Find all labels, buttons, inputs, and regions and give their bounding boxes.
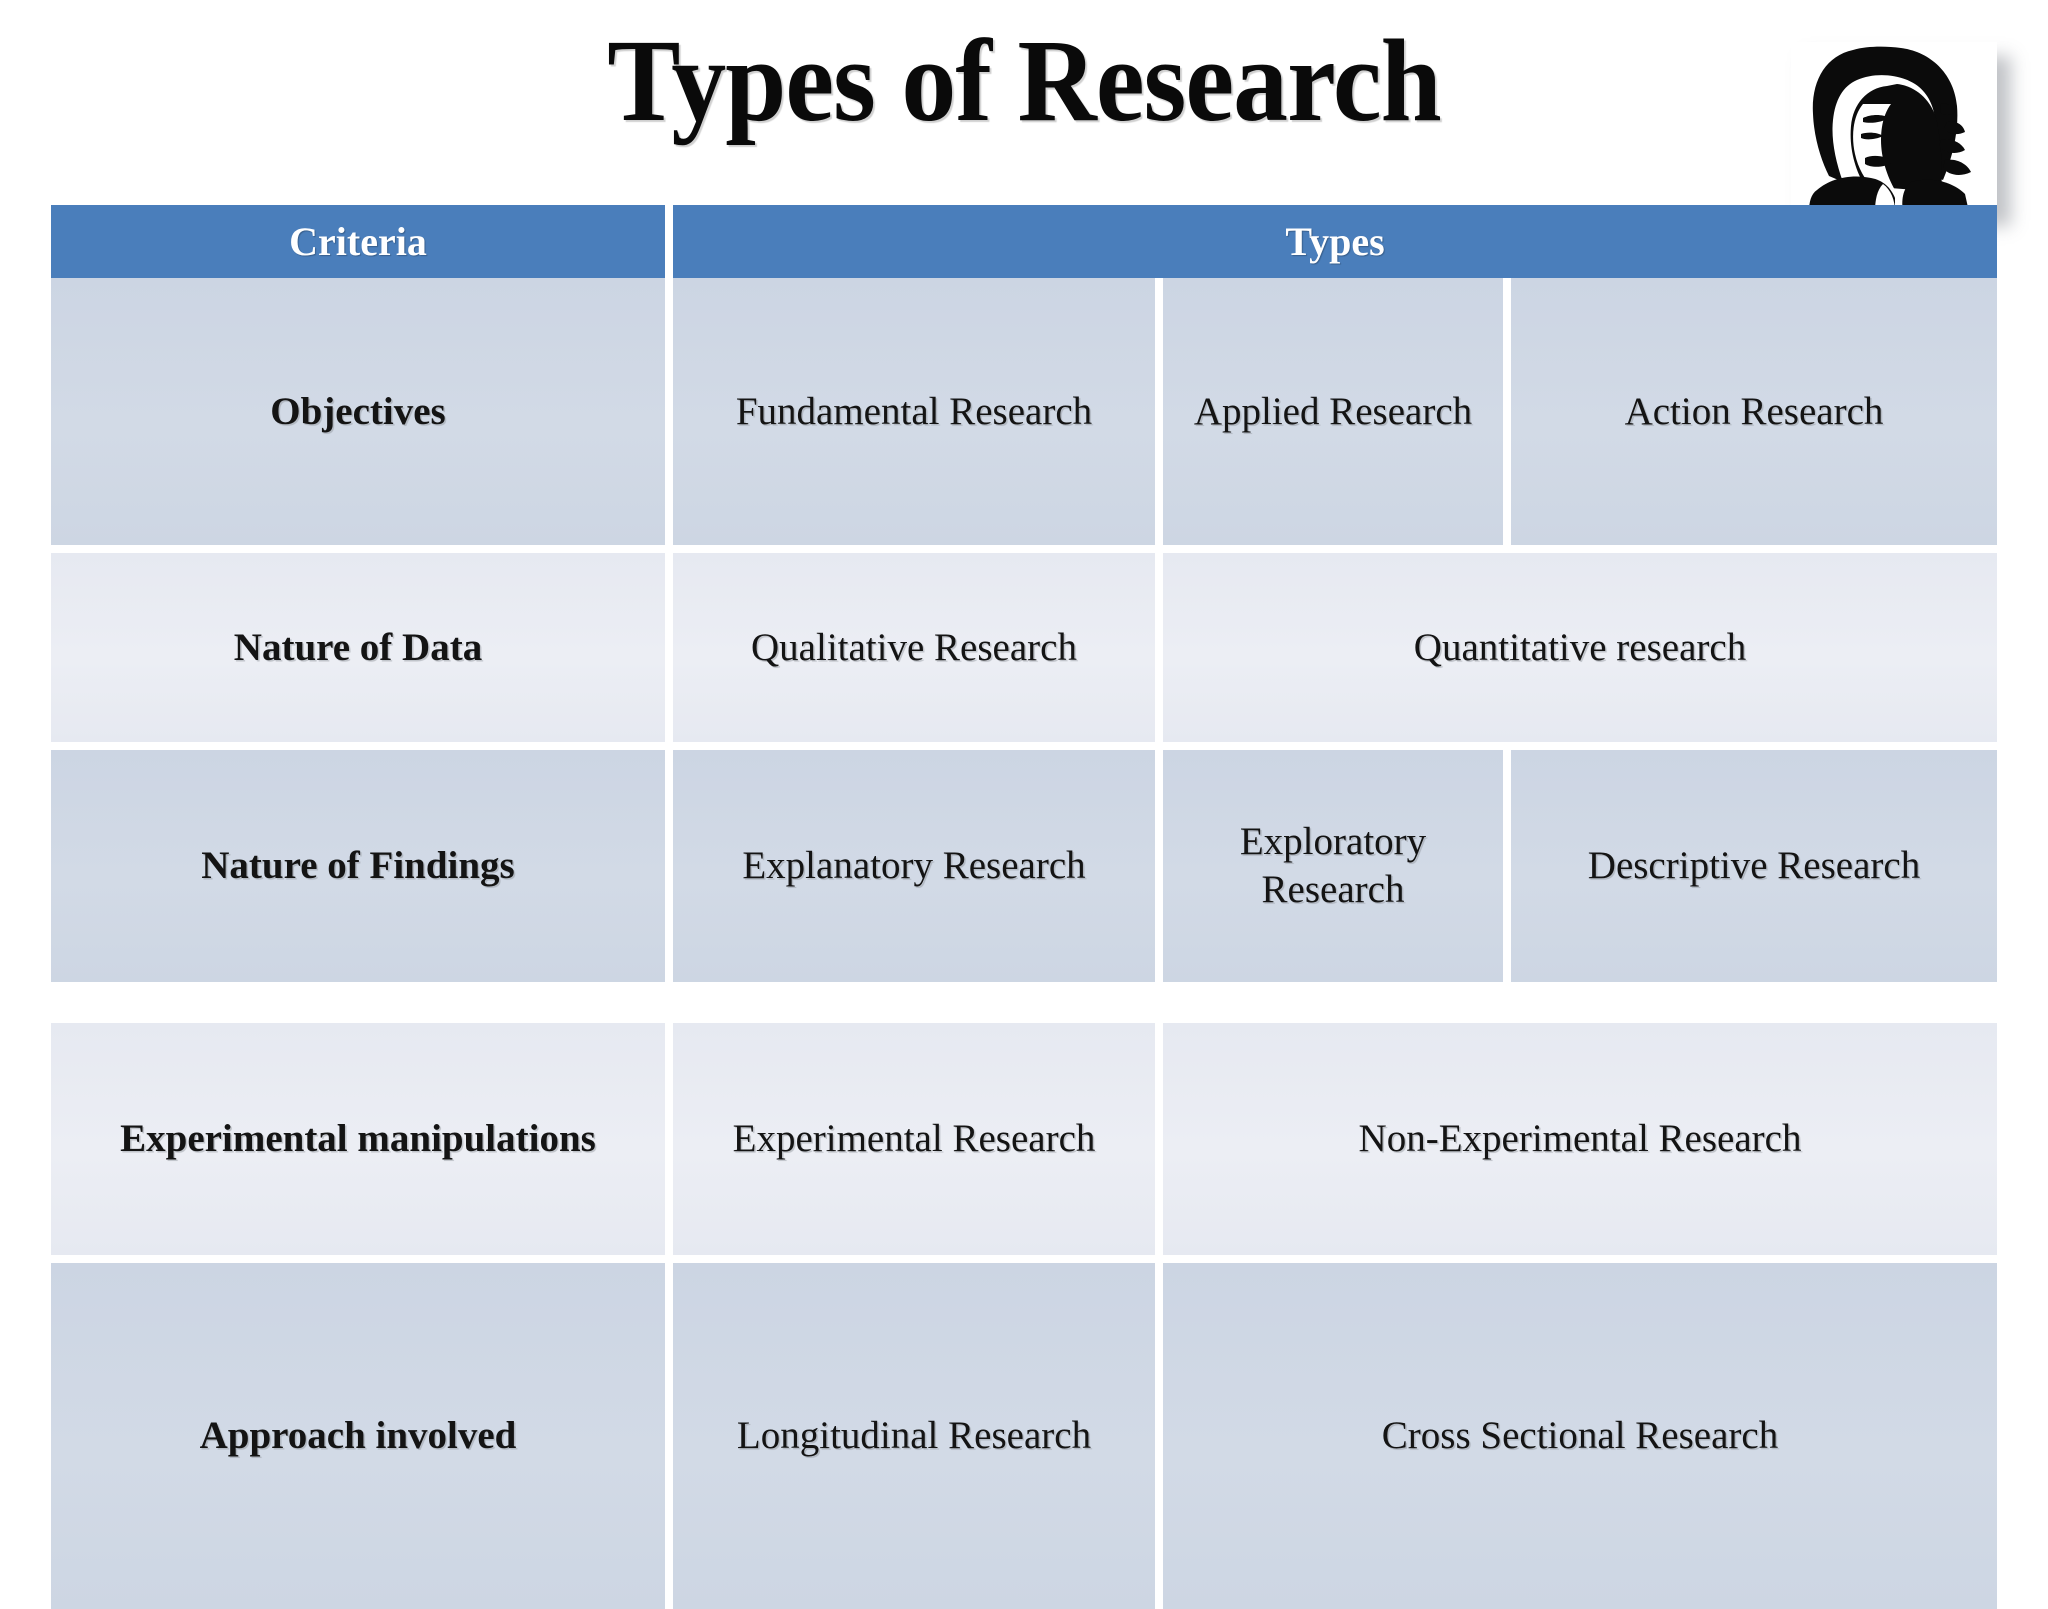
criteria-cell: Nature of Findings (51, 750, 665, 982)
type-cell: Experimental Research (673, 1023, 1155, 1255)
criteria-cell: Experimental manipulations (51, 1023, 665, 1255)
type-cell: Action Research (1511, 278, 1997, 545)
type-cell: Explanatory Research (673, 750, 1155, 982)
type-cell: Fundamental Research (673, 278, 1155, 545)
type-cell: Quantitative research (1163, 553, 1997, 742)
column-header-criteria: Criteria (51, 205, 665, 278)
type-cell: Descriptive Research (1511, 750, 1997, 982)
criteria-cell: Approach involved (51, 1263, 665, 1609)
portrait-photo-image (1791, 42, 1997, 212)
page-title: Types of Research (607, 15, 1441, 146)
type-cell: Cross Sectional Research (1163, 1263, 1997, 1609)
type-cell: Applied Research (1163, 278, 1503, 545)
table-header-row: Criteria Types (51, 205, 1997, 278)
criteria-cell: Nature of Data (51, 553, 665, 742)
portrait-photo (1791, 42, 1997, 212)
slide-canvas: Types of Research (51, 15, 1997, 1609)
type-cell: Qualitative Research (673, 553, 1155, 742)
type-cell: Longitudinal Research (673, 1263, 1155, 1609)
type-cell: Exploratory Research (1163, 750, 1503, 982)
criteria-cell: Objectives (51, 278, 665, 545)
type-cell: Non-Experimental Research (1163, 1023, 1997, 1255)
column-header-types: Types (673, 205, 1997, 278)
